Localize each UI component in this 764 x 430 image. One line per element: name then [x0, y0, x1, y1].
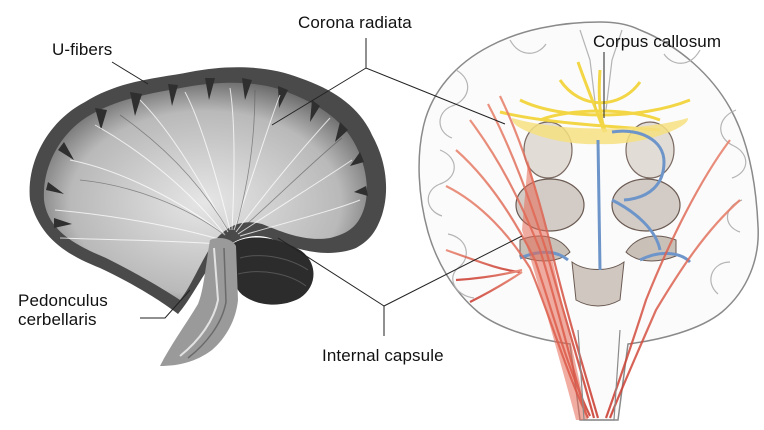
leader-u-fibers	[112, 62, 148, 84]
label-u-fibers: U-fibers	[52, 40, 112, 59]
label-corpus-callosum: Corpus callosum	[593, 32, 721, 51]
label-cerbellaris: cerbellaris	[18, 310, 97, 329]
hemisphere-outline	[419, 22, 758, 420]
label-internal-capsule: Internal capsule	[322, 346, 444, 365]
label-pedonculus: Pedonculus	[18, 291, 108, 310]
coronal-schematic	[419, 22, 758, 420]
label-corona-radiata: Corona radiata	[298, 13, 412, 32]
